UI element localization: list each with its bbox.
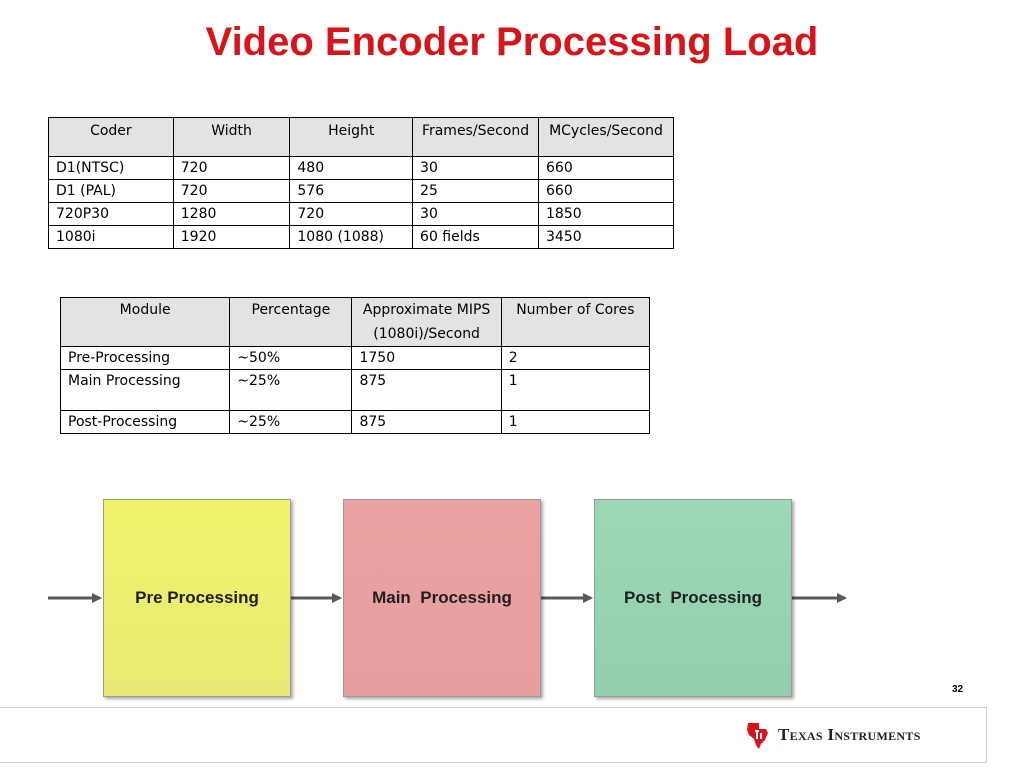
table-cell: 1080 (1088) xyxy=(289,225,414,249)
table-cell: 660 xyxy=(538,156,674,180)
table-row: Pre-Processing ~50% 1750 2 xyxy=(59,346,651,370)
table-cell: 60 fields xyxy=(412,225,539,249)
table-cell: 875 xyxy=(351,369,502,411)
table-cell: D1 (PAL) xyxy=(48,179,174,203)
pre-processing-label: Pre Processing xyxy=(135,588,259,607)
ti-logo-text: Texas Instruments xyxy=(778,725,921,744)
column-header-coder: Coder xyxy=(48,117,174,157)
table-cell: 576 xyxy=(289,179,414,203)
page-number: 32 xyxy=(952,684,964,695)
ti-logo: Texas Instruments xyxy=(746,720,921,750)
table-cell: 1850 xyxy=(538,202,674,226)
table-cell: D1(NTSC) xyxy=(48,156,174,180)
table-cell: ~25% xyxy=(229,369,353,411)
table-cell: 25 xyxy=(412,179,539,203)
table-cell: 720 xyxy=(289,202,414,226)
column-header-height: Height xyxy=(289,117,414,157)
table-cell: 480 xyxy=(289,156,414,180)
footer-bar xyxy=(0,707,987,763)
table-row: D1(NTSC) 720 480 30 660 xyxy=(48,156,674,180)
post-processing-label: Post Processing xyxy=(624,588,762,607)
table-row: D1 (PAL) 720 576 25 660 xyxy=(48,179,674,203)
ti-state-icon xyxy=(747,723,768,749)
table-row: 720P30 1280 720 30 1850 xyxy=(48,202,674,226)
column-header-width: Width xyxy=(172,117,291,157)
table-header-row: Coder Width Height Frames/Second MCycles… xyxy=(48,117,674,157)
table-cell: 1 xyxy=(500,369,651,411)
table-cell: 660 xyxy=(538,179,674,203)
table-cell: 3450 xyxy=(538,225,674,249)
table-cell: 1080i xyxy=(48,225,174,249)
column-header-frames: Frames/Second xyxy=(412,117,539,157)
table-cell: 720 xyxy=(172,156,291,180)
main-processing-block: Main Processing xyxy=(343,499,541,697)
table-cell: 2 xyxy=(500,346,651,370)
column-header-percentage: Percentage xyxy=(229,297,353,347)
table-cell: ~50% xyxy=(229,346,353,370)
table-row: Main Processing ~25% 875 1 xyxy=(59,369,651,411)
table-cell: 875 xyxy=(351,410,502,434)
table-cell: 1920 xyxy=(172,225,291,249)
column-header-mips: Approximate MIPS (1080i)/Second xyxy=(351,297,502,347)
main-processing-label: Main Processing xyxy=(372,588,512,607)
table-row: 1080i 1920 1080 (1088) 60 fields 3450 xyxy=(48,225,674,249)
column-header-cores: Number of Cores xyxy=(500,297,651,347)
table-cell: Pre-Processing xyxy=(59,346,231,370)
table-cell: 30 xyxy=(412,156,539,180)
table-cell: 30 xyxy=(412,202,539,226)
column-header-module: Module xyxy=(59,297,231,347)
table-cell: ~25% xyxy=(229,410,353,434)
table-cell: 1 xyxy=(500,410,651,434)
table-cell: Post-Processing xyxy=(59,410,231,434)
table-cell: 1750 xyxy=(351,346,502,370)
encoder-resolution-table: Coder Width Height Frames/Second MCycles… xyxy=(48,117,674,249)
table-row: Post-Processing ~25% 875 1 xyxy=(59,410,651,434)
table-cell: Main Processing xyxy=(59,369,231,411)
column-header-mcycles: MCycles/Second xyxy=(538,117,674,157)
module-load-table: Module Percentage Approximate MIPS (1080… xyxy=(59,297,651,434)
table-cell: 720 xyxy=(172,179,291,203)
table-cell: 720P30 xyxy=(48,202,174,226)
post-processing-block: Post Processing xyxy=(594,499,792,697)
table-header-row: Module Percentage Approximate MIPS (1080… xyxy=(59,297,651,347)
table-cell: 1280 xyxy=(172,202,291,226)
slide-title: Video Encoder Processing Load xyxy=(205,20,819,64)
pre-processing-block: Pre Processing xyxy=(103,499,291,697)
